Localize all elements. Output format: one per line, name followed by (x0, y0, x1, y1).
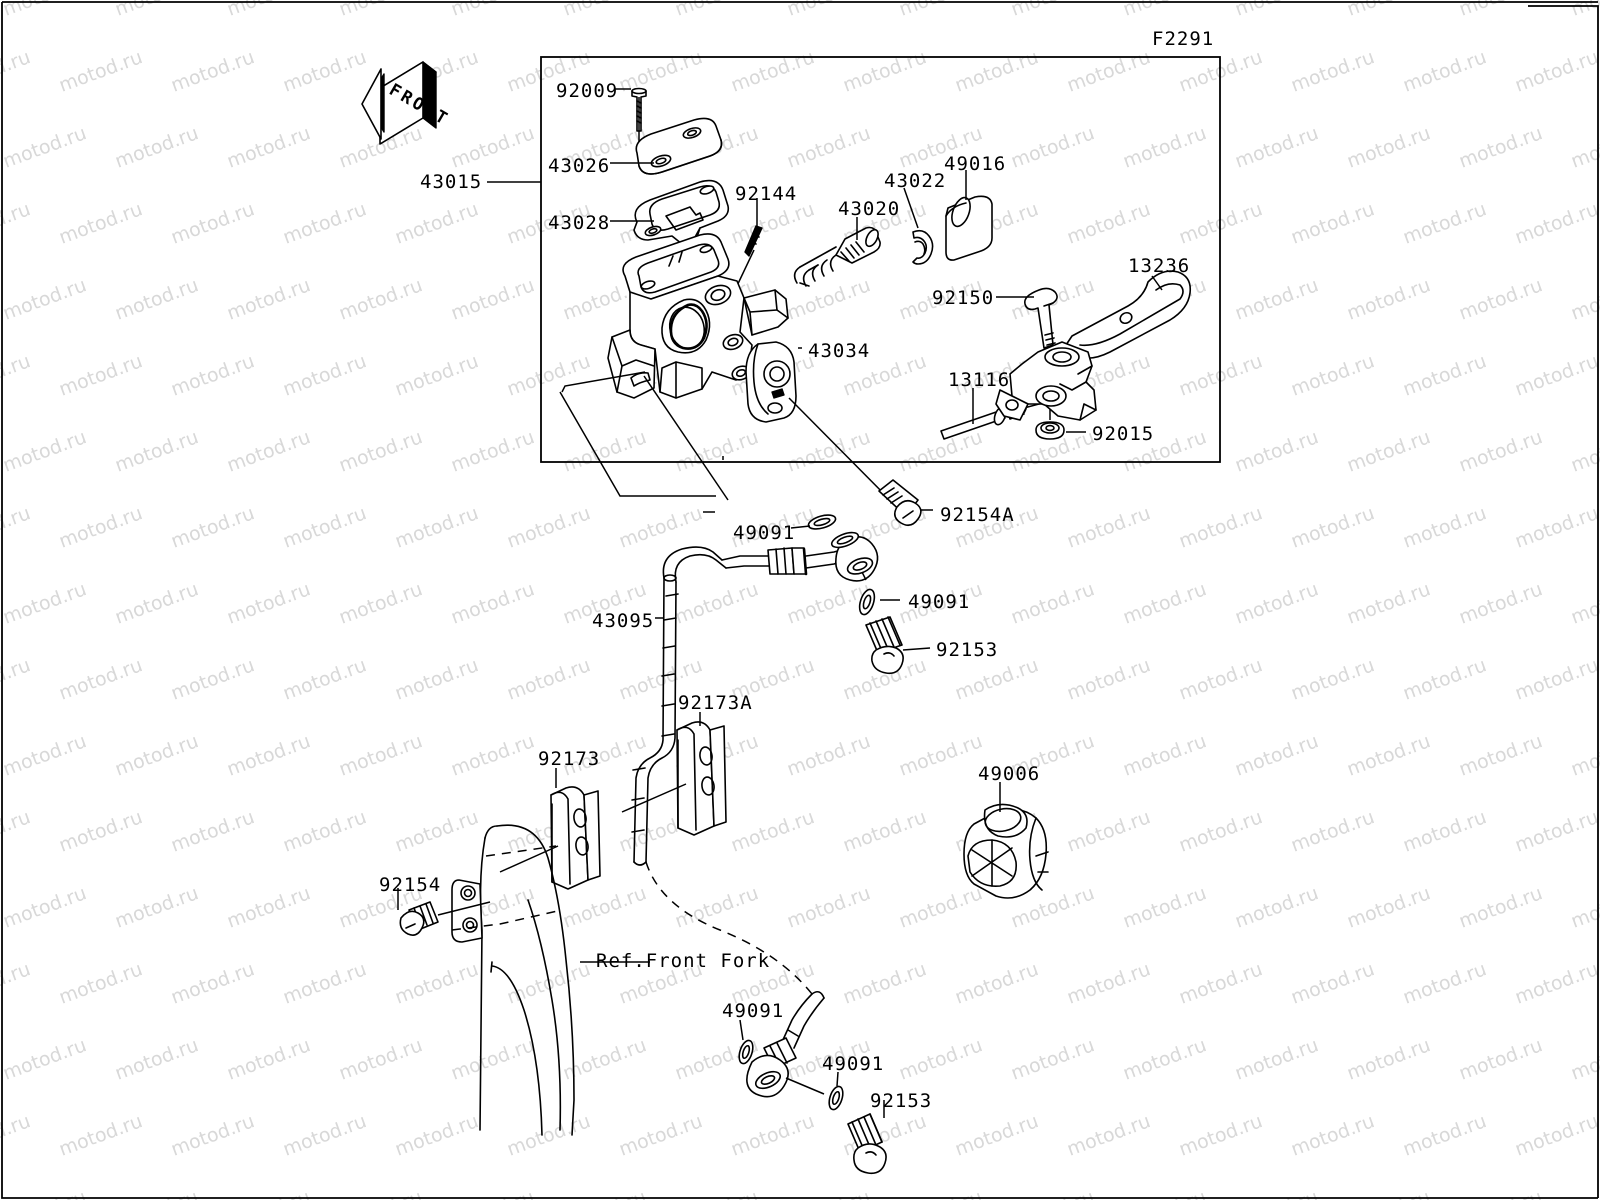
part-49091-washer-banjo-top (830, 531, 860, 549)
callout-clamp-half: 43034 (808, 340, 871, 362)
callout-washer: 49091 (822, 1053, 885, 1075)
part-92173A-clamp (676, 721, 727, 836)
part-49091-washer-bottom-left (738, 1039, 754, 1065)
callout-hose-clamp: 92173A (678, 692, 753, 714)
callout-boot: 49006 (978, 763, 1041, 785)
part-49016-dust-boot (945, 195, 993, 261)
callout-push-rod: 13116 (948, 369, 1011, 391)
callout-brake-lever: 13236 (1128, 255, 1191, 277)
callout-reservoir-cap: 43026 (548, 155, 611, 177)
part-43020-piston (793, 226, 881, 287)
part-13236-brake-lever (995, 270, 1192, 421)
part-43028-diaphragm (633, 179, 730, 253)
part-92154A-bolt (878, 479, 922, 527)
callout-washer: 49091 (722, 1000, 785, 1022)
part-92173-clamp (550, 786, 601, 890)
callout-washer: 49091 (908, 591, 971, 613)
callout-spring-pin: 92144 (735, 183, 798, 205)
part-92154-bolt (399, 901, 439, 936)
sheet-code: F2291 (1152, 28, 1215, 50)
part-master-cylinder-body (607, 233, 789, 399)
part-92144-spring-pin (744, 225, 763, 257)
callout-bolt: 92154A (940, 504, 1015, 526)
part-92153-banjo-bolt-lower (847, 1113, 887, 1175)
callout-piston-assembly: 43020 (838, 198, 901, 220)
part-92015-nut (1035, 421, 1065, 440)
reference-front-fork-guard (451, 824, 575, 1136)
callout-bolt: 92154 (379, 874, 442, 896)
part-43095-brake-hose-lower (645, 861, 825, 1098)
part-43022-circlip (912, 229, 934, 265)
part-49091-washer-upper (807, 514, 837, 530)
callout-washer: 49091 (733, 522, 796, 544)
callout-pivot-bolt: 92150 (932, 287, 995, 309)
callout-nut: 92015 (1092, 423, 1155, 445)
part-49006-boot (963, 803, 1049, 899)
reference-front-fork-label: Ref.Front Fork (596, 950, 771, 972)
part-43026-reservoir-cap (635, 117, 723, 175)
callout-master-cylinder-assembly: 43015 (420, 171, 483, 193)
part-43095-brake-hose-upper (631, 536, 879, 866)
callout-circlip: 43022 (884, 170, 947, 192)
part-49091-washer-banjo-right (858, 588, 876, 616)
part-43034-clamp-half (745, 341, 797, 423)
callout-dust-boot: 49016 (944, 153, 1007, 175)
callout-hose-clamp: 92173 (538, 748, 601, 770)
callout-diaphragm: 43028 (548, 212, 611, 234)
front-arrow-icon: FRONT (361, 61, 453, 145)
part-49091-washer-bottom-right (828, 1085, 844, 1111)
callout-screw: 92009 (556, 80, 619, 102)
part-92153-banjo-bolt-upper (865, 616, 904, 675)
part-92150-pivot-bolt (1023, 287, 1058, 349)
callout-banjo-bolt: 92153 (936, 639, 999, 661)
callout-banjo-bolt: 92153 (870, 1090, 933, 1112)
callout-brake-hose: 43095 (592, 610, 655, 632)
